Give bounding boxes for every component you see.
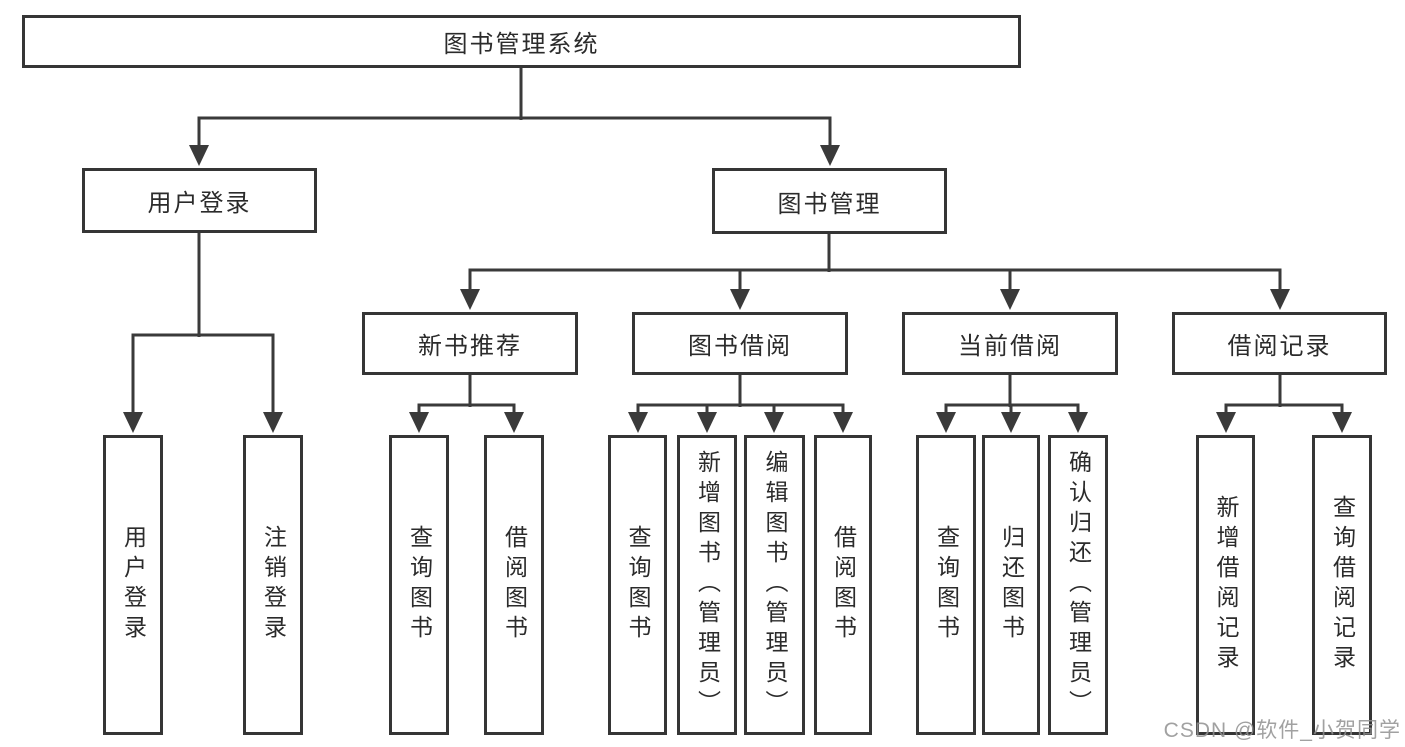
node-book-management: 图书管理 [712,168,947,234]
leaf-borrow-book-borrowing: 借阅图书 [814,435,872,735]
leaf-query-book-current-label: 查询图书 [933,525,960,645]
csdn-watermark: CSDN @软件_小贺同学 [1163,719,1401,742]
leaf-borrow-book-recommend-label: 借阅图书 [501,525,528,645]
leaf-query-book-recommend: 查询图书 [389,435,449,735]
leaf-user-login-label: 用户登录 [120,525,147,645]
node-current-borrowing-label: 当前借阅 [958,333,1062,360]
leaf-return-book-label: 归还图书 [998,525,1025,645]
leaf-borrow-book-borrowing-label: 借阅图书 [830,525,857,645]
leaf-add-borrow-record-label: 新增借阅记录 [1213,495,1239,675]
node-user-login: 用户登录 [82,168,317,233]
leaf-confirm-return-admin-label: 确认归还（管理员） [1065,450,1092,720]
leaf-logout-label: 注销登录 [260,525,287,645]
node-user-login-label: 用户登录 [147,190,252,217]
leaf-confirm-return-admin: 确认归还（管理员） [1048,435,1108,735]
leaf-query-book-recommend-label: 查询图书 [406,525,433,645]
leaf-query-book-borrowing-label: 查询图书 [625,525,651,645]
leaf-query-borrow-record: 查询借阅记录 [1312,435,1372,735]
node-root: 图书管理系统 [22,15,1021,68]
node-new-book-recommend: 新书推荐 [362,312,578,375]
leaf-return-book: 归还图书 [982,435,1040,735]
leaf-borrow-book-recommend: 借阅图书 [484,435,544,735]
node-book-management-label: 图书管理 [777,190,882,218]
node-root-label: 图书管理系统 [443,31,600,58]
leaf-add-borrow-record: 新增借阅记录 [1196,435,1255,735]
arrowheads [123,145,1352,433]
node-book-borrowing-label: 图书借阅 [688,333,792,360]
node-borrowing-records-label: 借阅记录 [1227,333,1332,360]
node-new-book-recommend-label: 新书推荐 [418,333,522,360]
leaf-query-book-borrowing: 查询图书 [608,435,667,735]
leaf-query-borrow-record-label: 查询借阅记录 [1329,495,1356,675]
leaf-add-book-admin-label: 新增图书（管理员） [694,450,721,720]
node-current-borrowing: 当前借阅 [902,312,1118,375]
leaf-logout: 注销登录 [243,435,303,735]
leaf-user-login: 用户登录 [103,435,163,735]
node-book-borrowing: 图书借阅 [632,312,848,375]
leaf-edit-book-admin: 编辑图书（管理员） [744,435,805,735]
leaf-edit-book-admin-label: 编辑图书（管理员） [762,450,788,720]
leaf-query-book-current: 查询图书 [916,435,976,735]
node-borrowing-records: 借阅记录 [1172,312,1387,375]
leaf-add-book-admin: 新增图书（管理员） [677,435,737,735]
